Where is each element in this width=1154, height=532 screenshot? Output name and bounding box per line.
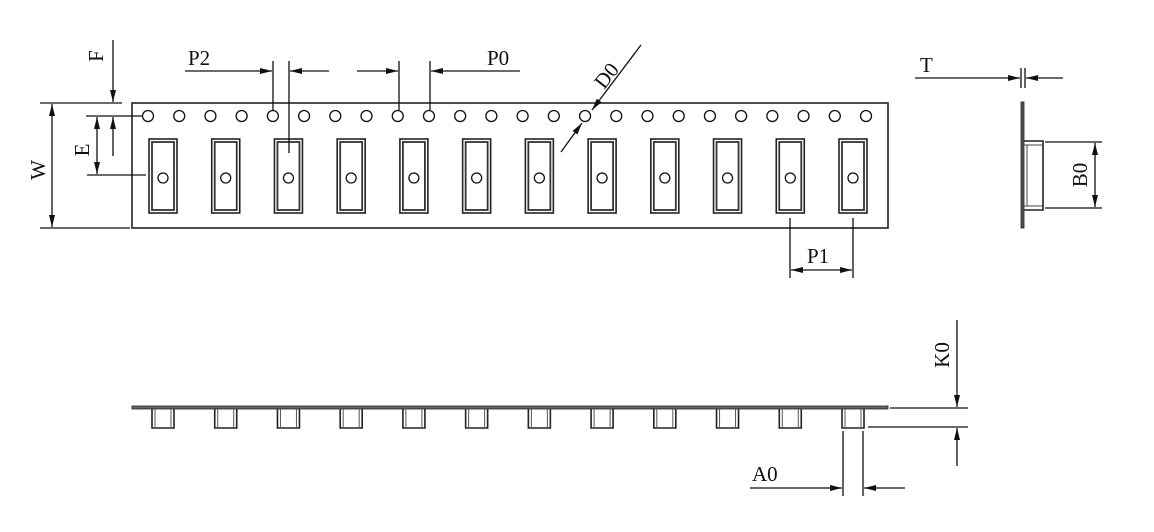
pocket-hole bbox=[470, 172, 483, 184]
dimension-e: E bbox=[70, 117, 146, 176]
sprocket-hole bbox=[734, 109, 748, 123]
profile-pocket bbox=[464, 409, 489, 429]
sprocket-hole bbox=[859, 109, 873, 123]
sprocket-hole bbox=[360, 109, 373, 123]
dimension-t: T bbox=[915, 53, 1063, 88]
sprocket-hole bbox=[297, 109, 311, 123]
sprocket-hole bbox=[422, 109, 436, 123]
profile-pocket bbox=[339, 409, 363, 429]
sprocket-holes bbox=[141, 109, 873, 123]
sprocket-hole bbox=[485, 109, 498, 123]
label-w: W bbox=[26, 160, 50, 180]
pocket-hole bbox=[847, 172, 859, 184]
sprocket-hole bbox=[547, 109, 560, 123]
sprocket-hole bbox=[516, 109, 529, 123]
profile-pocket bbox=[653, 409, 677, 429]
pocket-hole bbox=[721, 172, 734, 184]
pocket bbox=[775, 138, 806, 214]
dimension-b0: B0 bbox=[1045, 141, 1102, 209]
label-p2: P2 bbox=[188, 46, 210, 70]
pocket bbox=[148, 138, 178, 214]
sprocket-hole bbox=[173, 109, 186, 123]
profile-pocket bbox=[715, 409, 740, 429]
pocket bbox=[838, 138, 868, 214]
sprocket-hole bbox=[578, 109, 592, 123]
profile-pocket bbox=[213, 409, 238, 429]
pockets bbox=[148, 138, 868, 214]
label-f: F bbox=[84, 50, 108, 62]
label-p0: P0 bbox=[487, 46, 509, 70]
sprocket-hole bbox=[454, 109, 467, 123]
profile-pocket bbox=[276, 409, 301, 429]
tape-side-view bbox=[1020, 101, 1044, 229]
dimension-p2: P2 bbox=[185, 46, 329, 153]
profile-pocket bbox=[151, 409, 175, 429]
label-t: T bbox=[920, 53, 933, 77]
pocket bbox=[524, 138, 555, 214]
sprocket-hole bbox=[204, 109, 217, 123]
dimension-p1: P1 bbox=[789, 218, 854, 278]
profile-pocket bbox=[778, 409, 803, 429]
dimension-d0: D0 bbox=[560, 44, 642, 153]
pocket-hole bbox=[408, 172, 420, 184]
label-d0: D0 bbox=[589, 58, 624, 93]
sprocket-hole bbox=[266, 109, 280, 123]
sprocket-hole bbox=[797, 109, 810, 123]
sprocket-hole bbox=[703, 109, 717, 123]
sprocket-hole bbox=[329, 109, 342, 123]
pocket-hole bbox=[157, 172, 169, 184]
pocket bbox=[587, 138, 617, 214]
dimension-f: F bbox=[84, 40, 142, 156]
pocket bbox=[336, 138, 366, 214]
pocket-hole bbox=[784, 172, 796, 184]
sprocket-hole bbox=[641, 109, 654, 123]
sprocket-hole bbox=[610, 109, 623, 123]
tape-profile-view bbox=[131, 405, 889, 429]
pocket bbox=[712, 138, 743, 214]
pocket-hole bbox=[533, 172, 546, 184]
label-p1: P1 bbox=[807, 244, 829, 268]
pocket-hole bbox=[345, 172, 357, 184]
profile-pocket bbox=[527, 409, 552, 429]
profile-pocket bbox=[590, 409, 614, 429]
dimension-p0: P0 bbox=[357, 46, 520, 110]
sprocket-hole bbox=[391, 109, 404, 123]
profile-pocket bbox=[841, 409, 865, 429]
profile-pockets bbox=[151, 409, 865, 429]
sprocket-hole bbox=[141, 109, 155, 123]
pocket bbox=[461, 138, 492, 214]
tape-top-view bbox=[131, 102, 889, 229]
label-e: E bbox=[70, 144, 94, 157]
profile-pocket bbox=[402, 409, 426, 429]
sprocket-hole bbox=[235, 109, 248, 123]
sprocket-hole bbox=[766, 109, 779, 123]
pocket-hole bbox=[659, 172, 671, 184]
dimension-w: W bbox=[26, 102, 130, 229]
sprocket-hole bbox=[828, 109, 841, 123]
pocket bbox=[210, 138, 241, 214]
pocket-hole bbox=[596, 172, 608, 184]
label-a0: A0 bbox=[752, 462, 778, 486]
dimension-a0: A0 bbox=[750, 431, 905, 496]
pocket-hole bbox=[220, 172, 232, 184]
label-b0: B0 bbox=[1068, 163, 1092, 188]
pocket bbox=[650, 138, 680, 214]
dimension-k0: K0 bbox=[868, 320, 968, 466]
sprocket-hole bbox=[672, 109, 685, 123]
pocket-hole bbox=[282, 172, 295, 184]
label-k0: K0 bbox=[930, 342, 954, 368]
pocket bbox=[399, 138, 429, 214]
